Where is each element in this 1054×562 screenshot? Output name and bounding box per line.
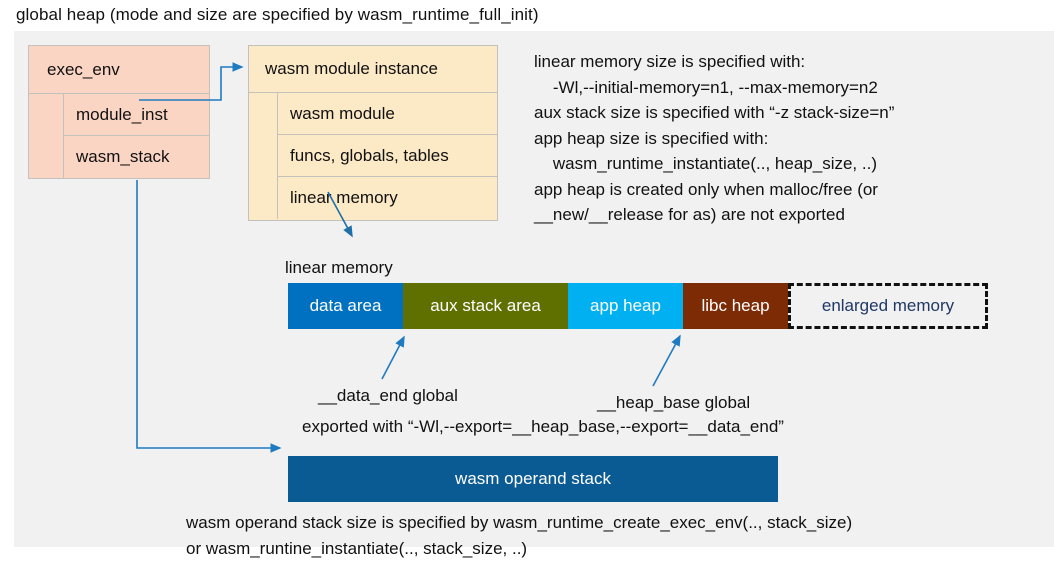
linear-memory-bar-label: linear memory (285, 258, 393, 277)
memory-segment-enlarged-memory: enlarged memory (788, 283, 988, 329)
memory-segment-data-area: data area (288, 283, 403, 329)
exec-env-row-wasm-stack: wasm_stack (63, 136, 209, 178)
exec-env-row-module-inst: module_inst (63, 94, 209, 136)
annotation-exported-with: exported with “-Wl,--export=__heap_base,… (302, 417, 784, 436)
exec-env-box: exec_env module_inst wasm_stack (28, 45, 210, 179)
wasm-operand-stack-box: wasm operand stack (288, 456, 778, 502)
wasm-module-instance-box: wasm module instance wasm module funcs, … (248, 45, 498, 221)
page-title: global heap (mode and size are specified… (16, 5, 539, 24)
arrow-data-end-pointer (381, 335, 405, 380)
memory-segment-aux-stack-area: aux stack area (403, 283, 568, 329)
diagram-root: global heap (mode and size are specified… (14, 5, 1054, 558)
memory-segment-libc-heap: libc heap (683, 283, 788, 329)
diagram-canvas: exec_env module_inst wasm_stack wasm mod… (14, 31, 1054, 558)
annotation-data-end: __data_end global (318, 386, 458, 405)
specification-notes: linear memory size is specified with: -W… (534, 52, 895, 224)
module-row-wasm-module: wasm module (277, 93, 497, 135)
annotation-heap-base: __heap_base global (597, 393, 751, 412)
arrow-heap-base-pointer (652, 334, 681, 387)
operand-stack-note: wasm operand stack size is specified by … (186, 513, 853, 558)
module-row-funcs-globals-tables: funcs, globals, tables (277, 135, 497, 177)
wasm-module-instance-title: wasm module instance (249, 46, 497, 93)
memory-segment-app-heap: app heap (568, 283, 683, 329)
exec-env-title: exec_env (29, 46, 209, 94)
linear-memory-bar: data area aux stack area app heap libc h… (288, 283, 988, 329)
module-row-linear-memory: linear memory (277, 177, 497, 219)
